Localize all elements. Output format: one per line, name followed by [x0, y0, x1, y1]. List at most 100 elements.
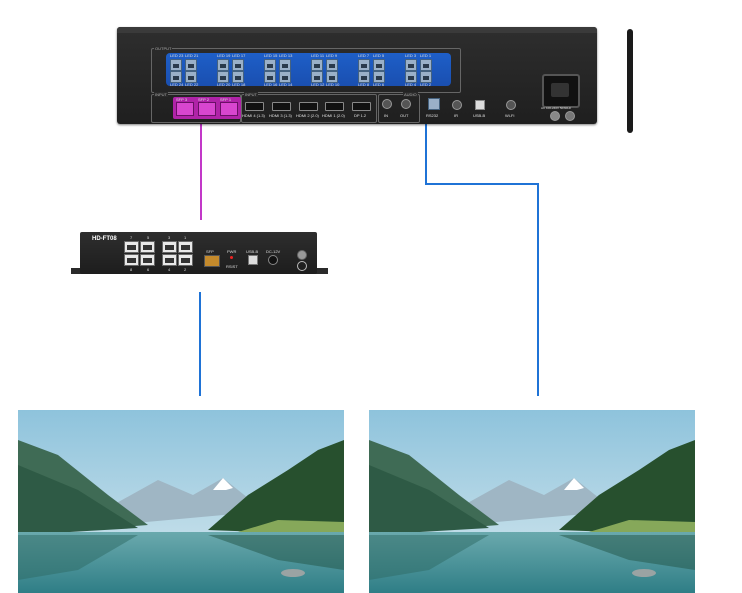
led-screen-right	[369, 410, 695, 593]
audio-in-jack[interactable]	[382, 99, 392, 109]
hdmi-3-port[interactable]	[272, 102, 291, 111]
power-label: AC 100-240V 50/60Hz	[541, 106, 572, 110]
sfp-1-label: SFP 1	[220, 97, 232, 102]
led-port-top-5[interactable]	[264, 59, 276, 71]
led-bottom-label: LED 4	[405, 82, 417, 87]
led-port-bottom-3[interactable]	[217, 71, 229, 83]
port-num-3: 3	[168, 235, 171, 240]
hdmi-group-label: INPUT	[244, 92, 258, 97]
led-port-top-2[interactable]	[185, 59, 197, 71]
port-num-4: 4	[168, 267, 171, 272]
ground-screw-box-icon	[297, 250, 307, 260]
led-port-bottom-10[interactable]	[373, 71, 385, 83]
led-port-bottom-11[interactable]	[405, 71, 417, 83]
dp-port[interactable]	[352, 102, 371, 111]
led-port-top-12[interactable]	[420, 59, 432, 71]
led-bottom-label: LED 18	[232, 82, 246, 87]
ethernet-port-1[interactable]	[178, 241, 193, 253]
hdmi-1-port[interactable]	[325, 102, 344, 111]
led-port-bottom-2[interactable]	[185, 71, 197, 83]
ethernet-port-4[interactable]	[162, 254, 177, 266]
ground-symbol-icon	[297, 261, 307, 271]
led-port-bottom-5[interactable]	[264, 71, 276, 83]
led-port-top-9[interactable]	[358, 59, 370, 71]
led-port-bottom-12[interactable]	[420, 71, 432, 83]
audio-in-label: IN	[384, 113, 388, 118]
sfp-port-2[interactable]	[198, 102, 216, 116]
led-port-bottom-8[interactable]	[326, 71, 338, 83]
output-group: OUTPUT	[151, 46, 461, 93]
led-port-bottom-7[interactable]	[311, 71, 323, 83]
led-port-top-4[interactable]	[232, 59, 244, 71]
led-screen-left	[18, 410, 344, 593]
led-bottom-label: LED 2	[420, 82, 432, 87]
output-group-label: OUTPUT	[154, 46, 173, 51]
sfp-fiber-port[interactable]	[204, 255, 220, 267]
led-port-bottom-1[interactable]	[170, 71, 182, 83]
ethernet-port-2[interactable]	[178, 254, 193, 266]
led-port-top-11[interactable]	[405, 59, 417, 71]
audio-out-jack[interactable]	[401, 99, 411, 109]
led-port-bottom-6[interactable]	[279, 71, 291, 83]
usb-b-box-port[interactable]	[248, 255, 258, 265]
power-socket-icon	[551, 83, 569, 97]
led-top-label: LED 23	[170, 53, 184, 58]
ethernet-port-6[interactable]	[140, 254, 155, 266]
rs232-port[interactable]	[428, 98, 440, 110]
landscape-image-left	[18, 410, 344, 593]
port-num-6: 6	[147, 267, 150, 272]
led-port-top-7[interactable]	[311, 59, 323, 71]
led-top-label: LED 1	[420, 53, 432, 58]
ethernet-port-7[interactable]	[124, 241, 139, 253]
port-num-7: 7	[130, 235, 133, 240]
rs232-label: RS232	[426, 113, 439, 118]
sfp-port-1[interactable]	[220, 102, 238, 116]
led-top-label: LED 7	[358, 53, 370, 58]
hdmi-2-port[interactable]	[299, 102, 318, 111]
ethernet-port-3[interactable]	[162, 241, 177, 253]
led-bottom-label: LED 16	[264, 82, 278, 87]
led-top-label: LED 19	[217, 53, 231, 58]
hdmi-1-label: HDMI 1 (2.0)	[322, 113, 345, 118]
led-port-top-3[interactable]	[217, 59, 229, 71]
led-top-label: LED 11	[311, 53, 325, 58]
led-top-label: LED 5	[373, 53, 385, 58]
led-port-top-8[interactable]	[326, 59, 338, 71]
led-port-top-6[interactable]	[279, 59, 291, 71]
ethernet-port-5[interactable]	[140, 241, 155, 253]
led-port-bottom-9[interactable]	[358, 71, 370, 83]
power-switch-icon[interactable]	[565, 111, 575, 121]
led-port-bottom-4[interactable]	[232, 71, 244, 83]
dc-12v-label: DC-12V	[266, 249, 281, 254]
usb-b-box-label: USB-B	[246, 249, 259, 254]
hdmi-3-label: HDMI 3 (1.3)	[269, 113, 292, 118]
rsist-label: RSIST	[226, 264, 238, 269]
sfp-3-label: SFP 3	[176, 97, 188, 102]
controller-to-screen-right-line-h	[425, 183, 539, 185]
ethernet-port-8[interactable]	[124, 254, 139, 266]
ir-jack[interactable]	[452, 100, 462, 110]
audio-group-label: AUDIO	[403, 92, 418, 97]
led-top-label: LED 3	[405, 53, 417, 58]
led-bottom-label: LED 14	[279, 82, 293, 87]
led-port-top-1[interactable]	[170, 59, 182, 71]
fiber-link-line	[200, 123, 202, 220]
hdmi-input-group: INPUT	[241, 92, 377, 123]
wifi-connector[interactable]	[506, 100, 516, 110]
controller-to-screen-right-line-v1	[425, 98, 427, 184]
wifi-antenna-icon	[627, 29, 633, 133]
dc-12v-jack[interactable]	[268, 255, 278, 265]
led-bottom-label: LED 20	[217, 82, 231, 87]
usb-b-port[interactable]	[475, 100, 485, 110]
controller-to-screen-right-line-v2	[537, 183, 539, 396]
ac-power-socket[interactable]	[542, 74, 580, 108]
sfp-port-3[interactable]	[176, 102, 194, 116]
led-port-top-10[interactable]	[373, 59, 385, 71]
hdmi-4-port[interactable]	[245, 102, 264, 111]
fiberbox-left-flange	[71, 268, 83, 274]
led-top-label: LED 15	[264, 53, 278, 58]
ground-screw-icon	[550, 111, 560, 121]
audio-group: AUDIO	[378, 92, 420, 123]
